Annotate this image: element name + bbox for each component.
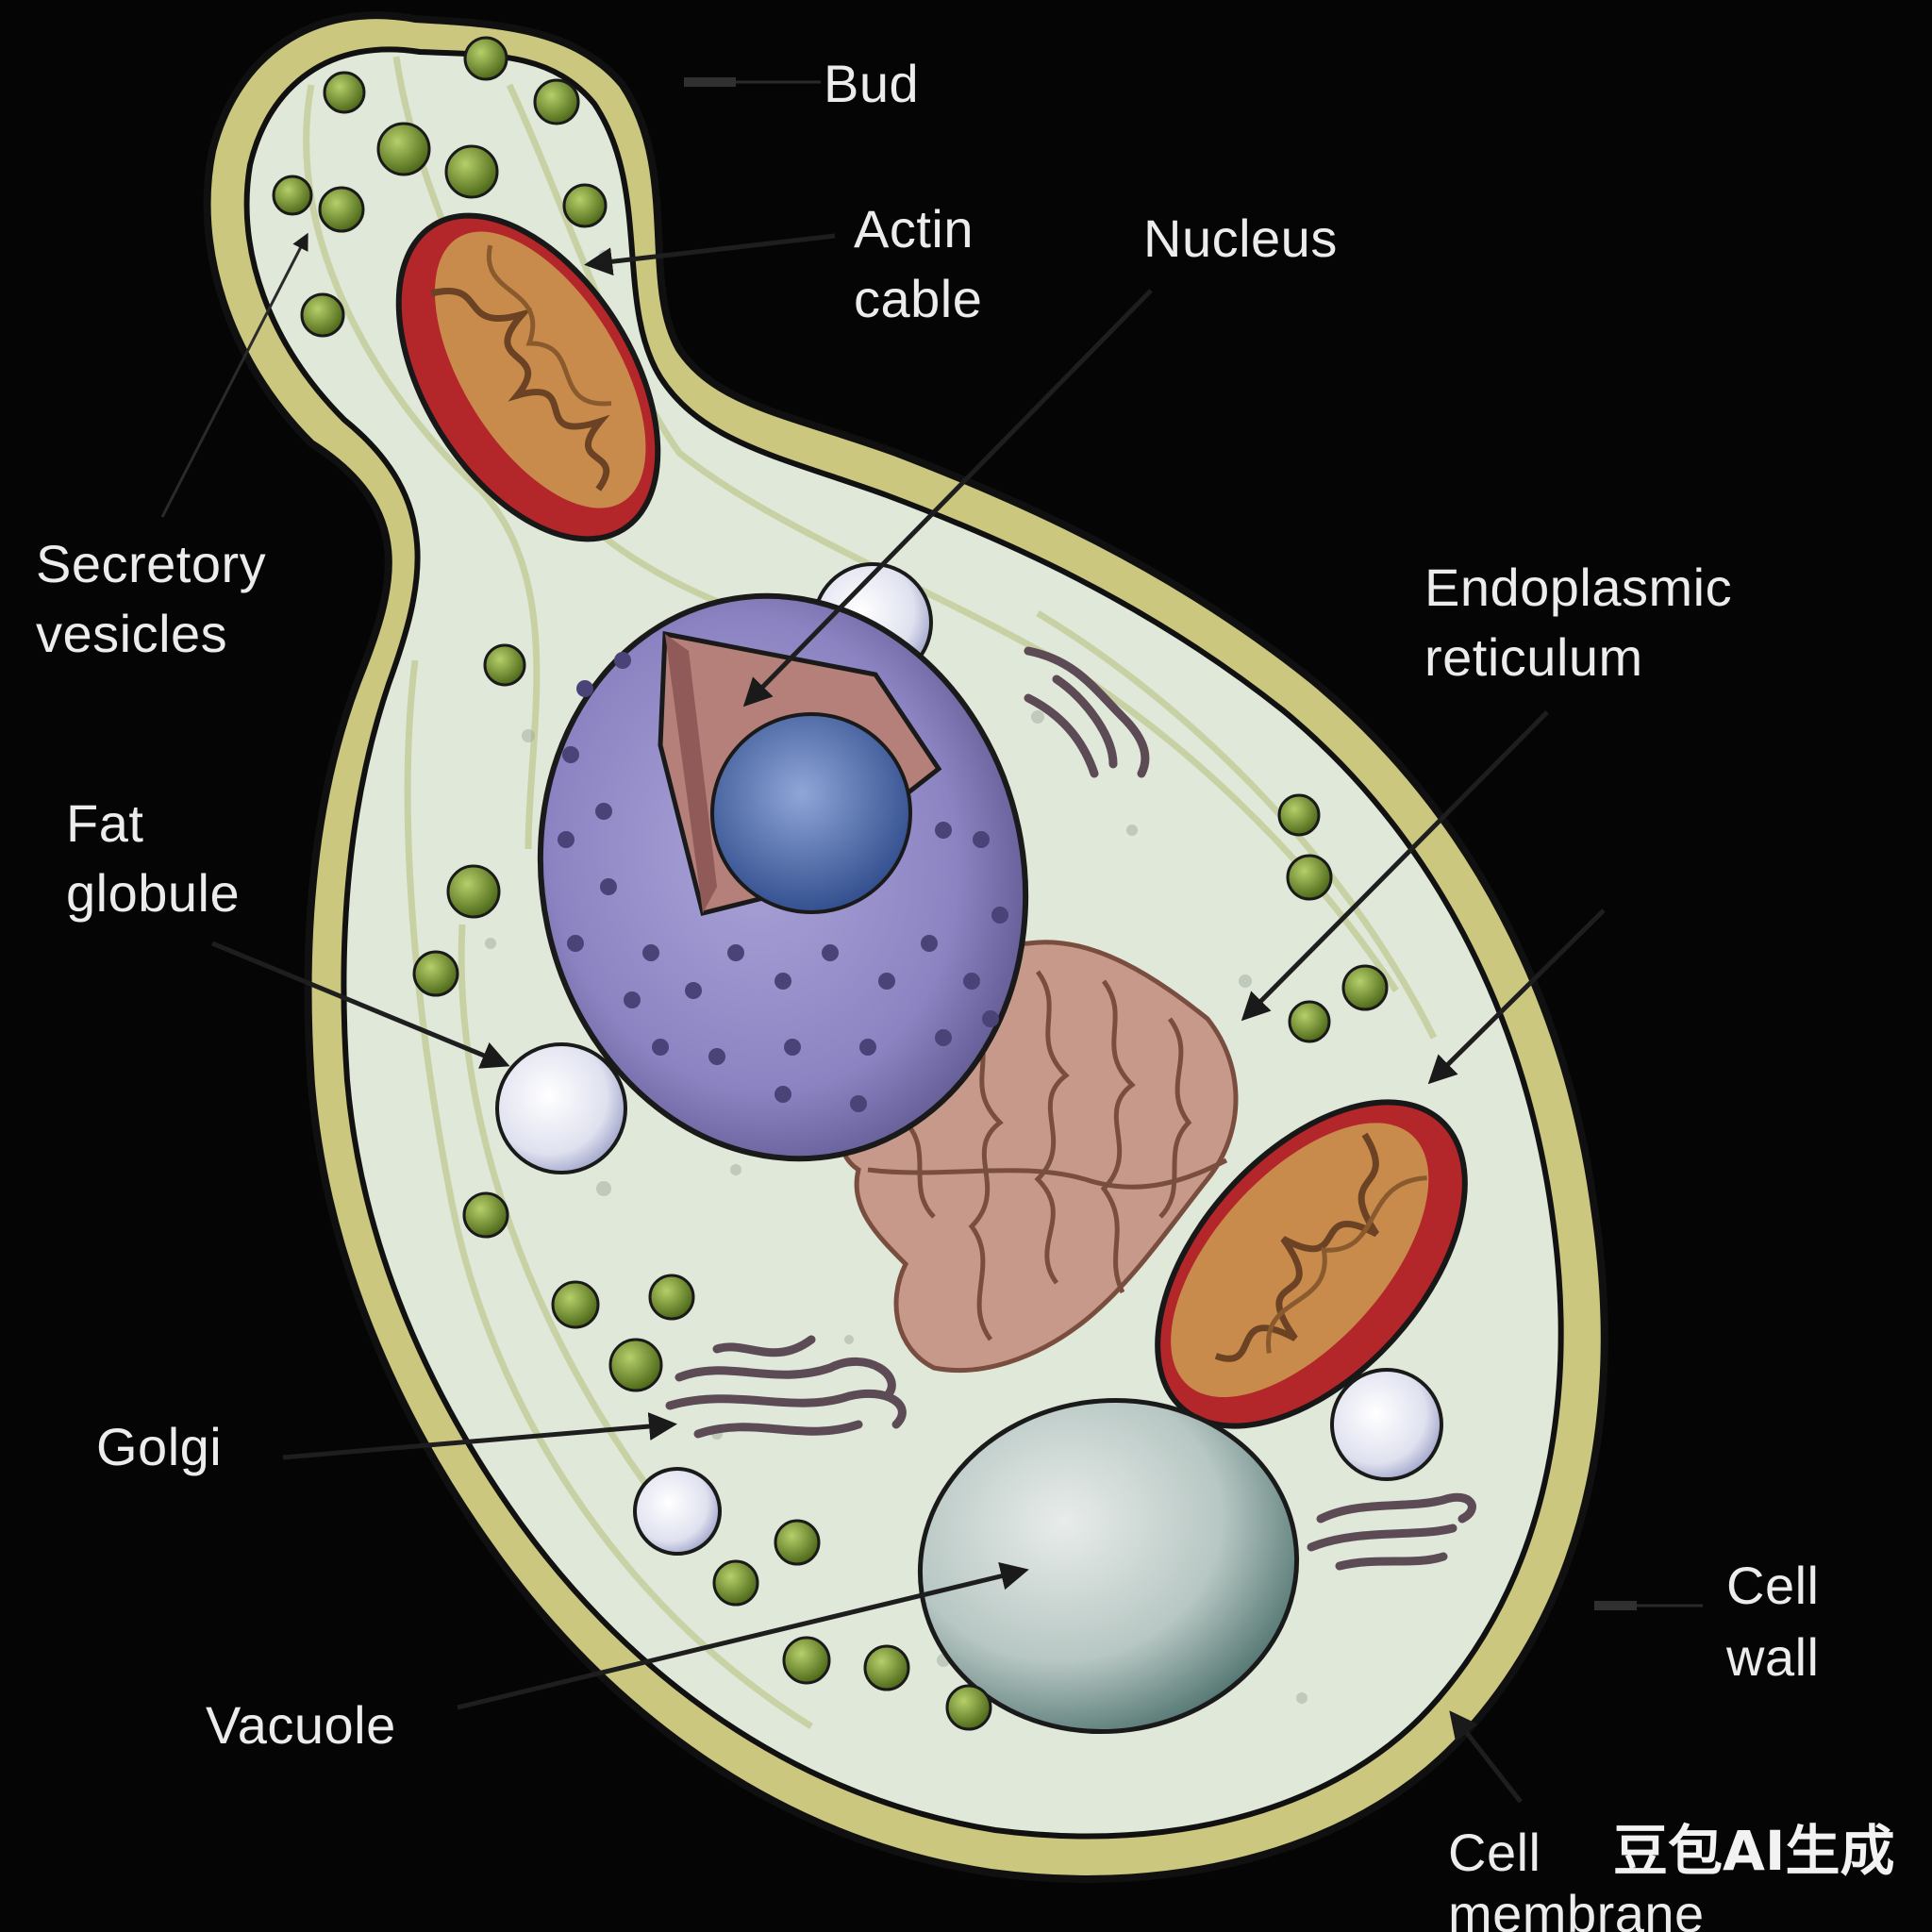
label-fat-globule-line2: globule [66,863,240,923]
label-secretory-vesicles-line1: Secretory [36,534,266,593]
label-bud: Bud [824,54,919,113]
label-cell-membrane-line1: Cell [1448,1823,1541,1882]
label-nucleus: Nucleus [1143,208,1338,268]
label-endoplasmic-reticulum-line2: reticulum [1424,627,1643,687]
label-cell-membrane-line2: membrane [1448,1884,1705,1932]
label-golgi: Golgi [96,1417,222,1476]
label-vacuole: Vacuole [206,1695,396,1755]
label-fat-globule-line1: Fat [66,793,143,853]
label-actin-cable-line2: cable [854,269,982,328]
label-cell-wall-line1: Cell [1726,1556,1819,1615]
watermark: 豆包AI生成 [1613,1819,1894,1883]
label-secretory-vesicles-line2: vesicles [36,604,227,663]
label-endoplasmic-reticulum-line1: Endoplasmic [1424,558,1732,617]
label-actin-cable-line1: Actin [854,199,974,258]
nucleolus [712,714,910,912]
label-cell-wall-line2: wall [1725,1627,1819,1687]
